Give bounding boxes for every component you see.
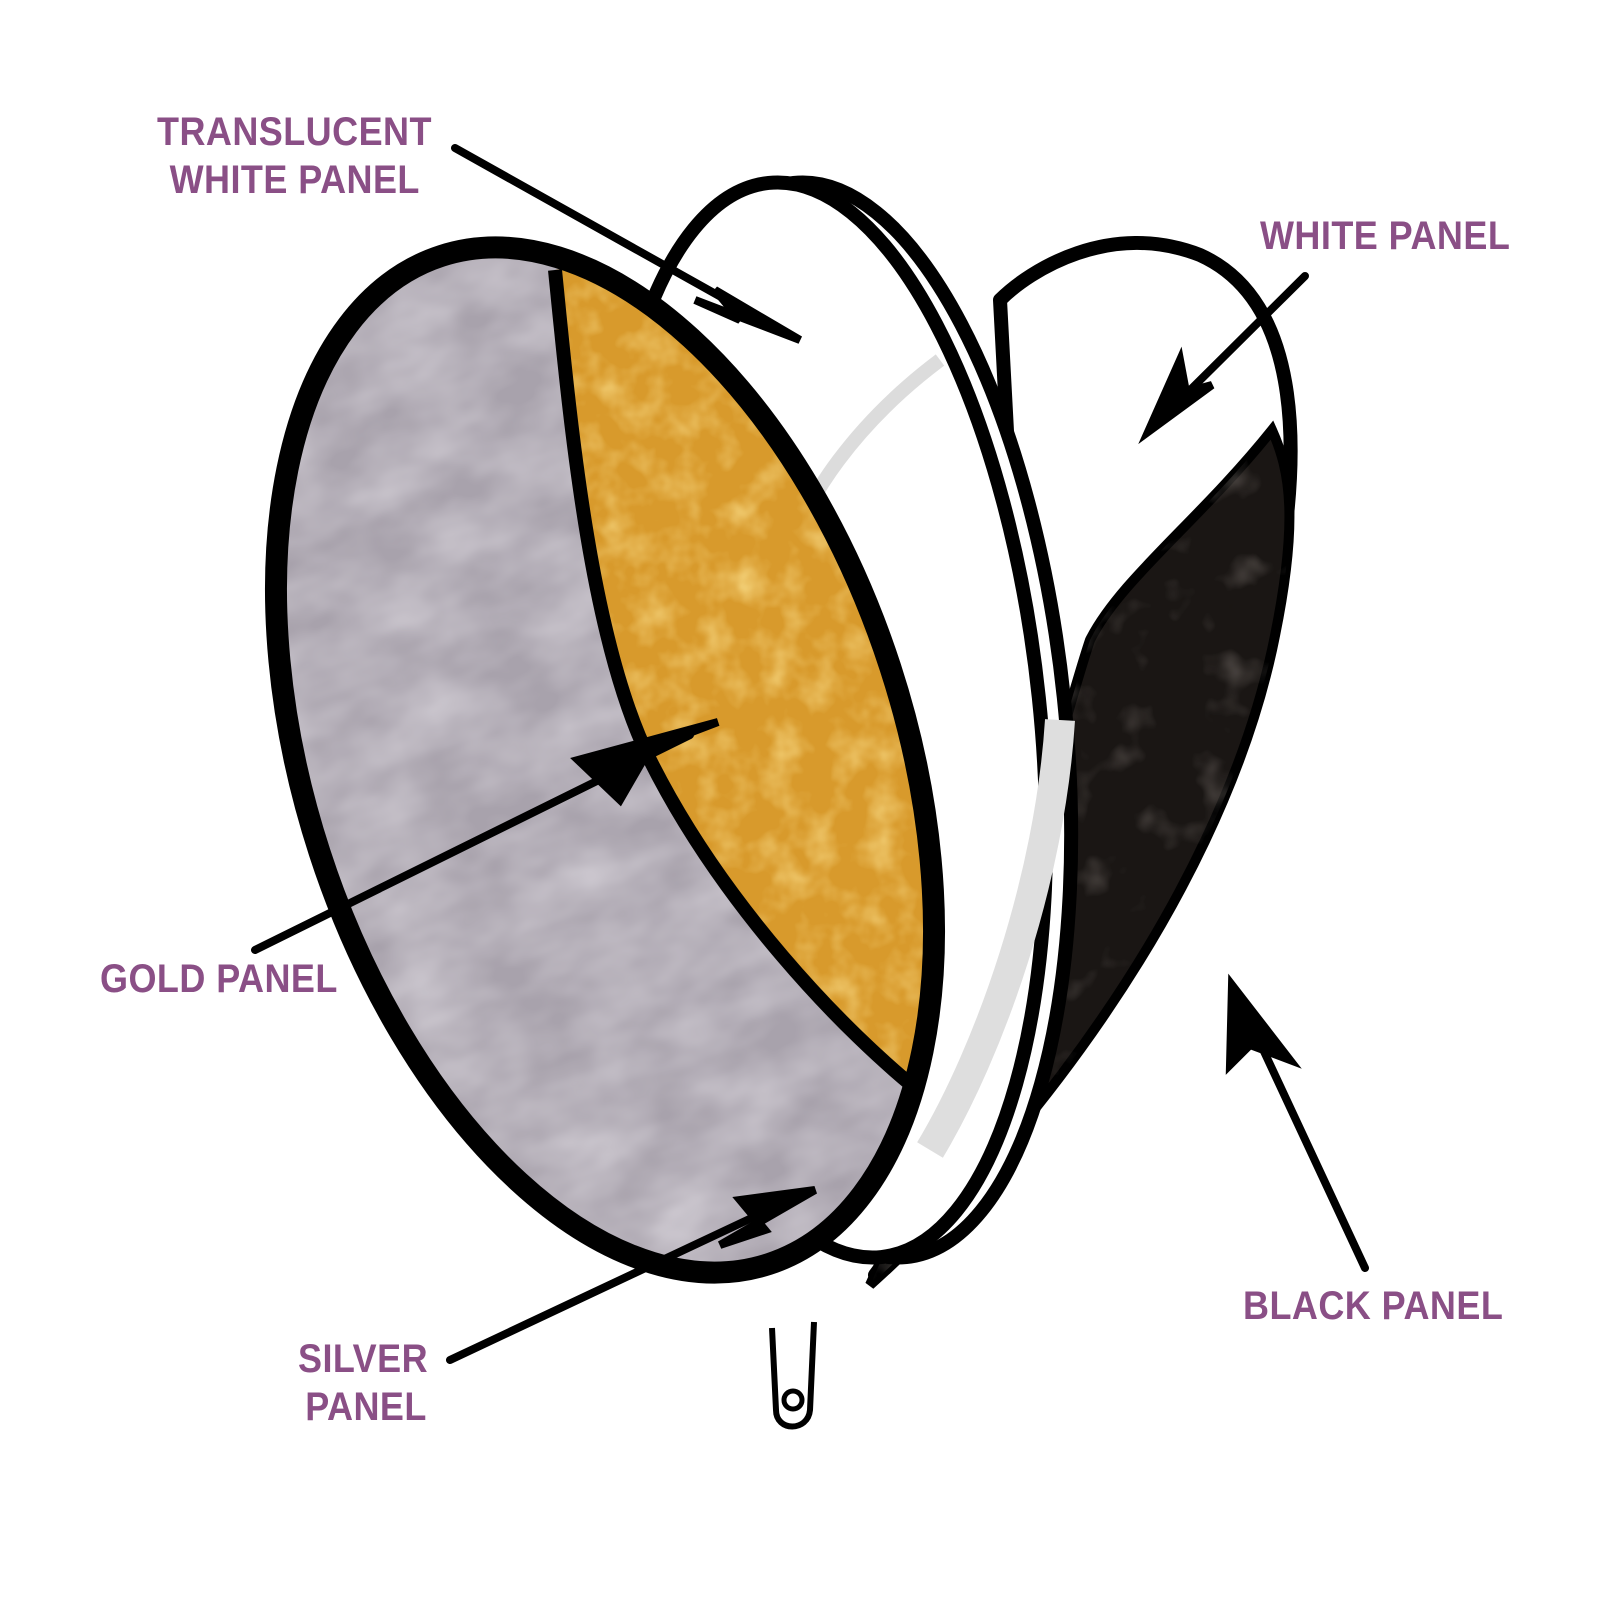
arrowhead-icon (1138, 346, 1215, 445)
arrowhead-icon (570, 718, 720, 807)
label-silver-panel: SILVER PANEL (298, 1335, 428, 1431)
label-line: TRANSLUCENT (157, 110, 432, 154)
arrowhead-icon (717, 1186, 818, 1249)
label-gold-panel: GOLD PANEL (100, 957, 338, 1001)
label-black-panel: BLACK PANEL (1243, 1284, 1504, 1328)
label-line: SILVER (298, 1337, 429, 1381)
arrowhead-icon (1225, 973, 1302, 1075)
arrow-silver (446, 1196, 794, 1364)
callout-arrows (251, 144, 1369, 1364)
label-white-panel: WHITE PANEL (1260, 214, 1511, 258)
arrowhead-icon (693, 286, 803, 344)
label-line: PANEL (305, 1385, 427, 1429)
label-line: WHITE PANEL (169, 158, 420, 202)
label-translucent-white-panel: TRANSLUCENT WHITE PANEL (157, 108, 432, 204)
zipper-pull-icon (769, 1321, 817, 1430)
